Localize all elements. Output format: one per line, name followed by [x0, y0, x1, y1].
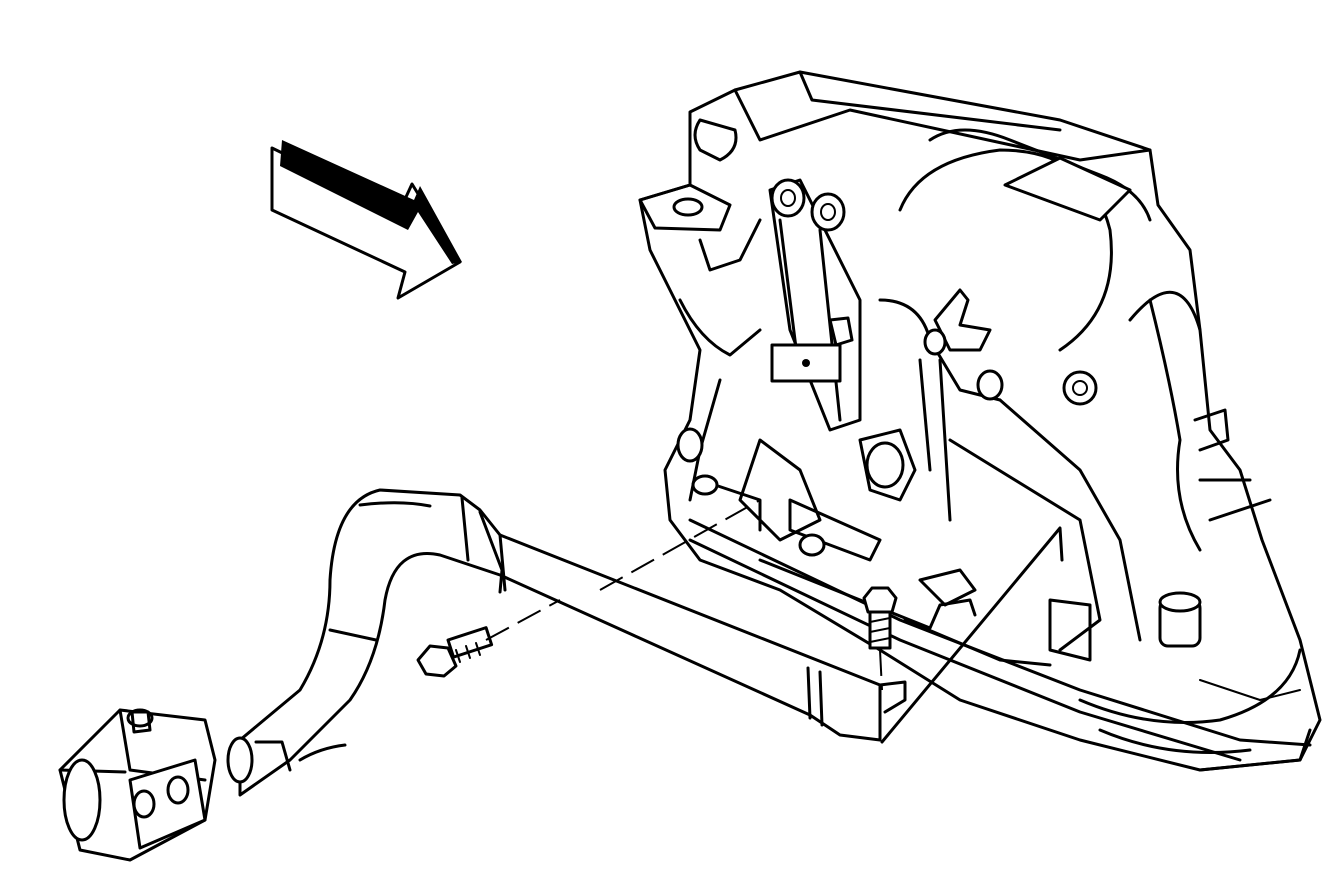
- crossmember: [688, 518, 1312, 762]
- direction-arrow: [270, 140, 462, 300]
- bolt-left: [416, 626, 494, 678]
- leader-lines: [485, 499, 1064, 744]
- support-brace: [226, 488, 907, 797]
- bolt-upper: [862, 586, 898, 650]
- mount-bracket: [58, 708, 217, 862]
- shift-linkage: [676, 178, 1004, 562]
